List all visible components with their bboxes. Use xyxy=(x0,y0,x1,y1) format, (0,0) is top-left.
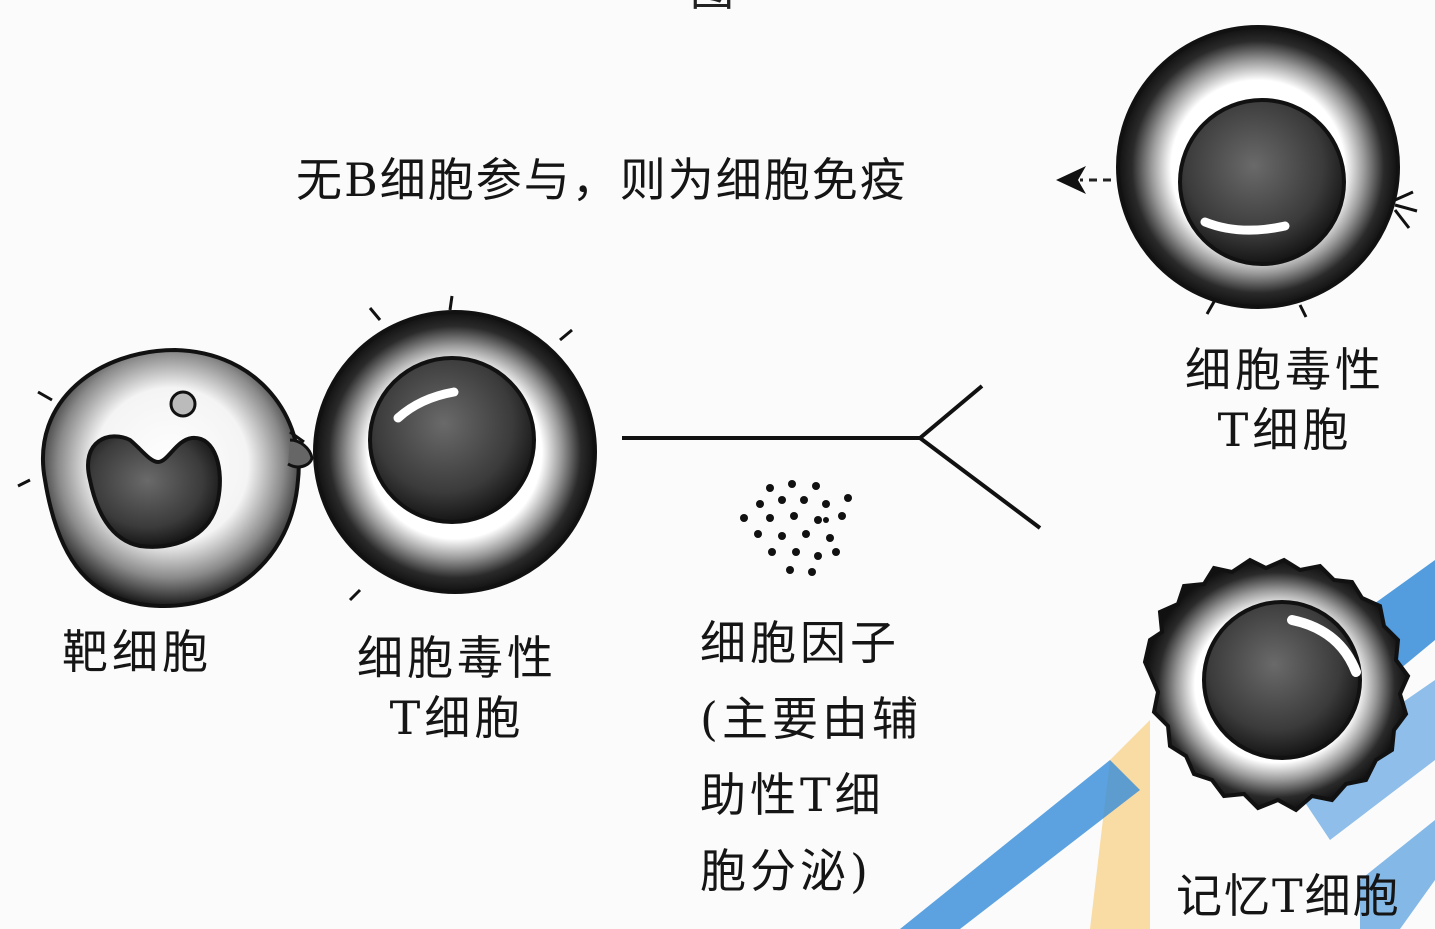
target-cell-label: 靶细胞 xyxy=(62,625,212,679)
cytotoxic-t-cell-right xyxy=(1116,25,1418,318)
cytotoxic-t-cell-left xyxy=(313,295,597,602)
figure-caption: 图 xyxy=(690,0,734,16)
arrow-to-note xyxy=(1056,166,1125,194)
cytotoxic-t-right-line2: T细胞 xyxy=(1217,403,1353,457)
cytokine-line4: 胞分泌) xyxy=(700,844,872,898)
cytotoxic-t-left-line2: T细胞 xyxy=(389,691,525,745)
cytotoxic-t-cell-right-label: 细胞毒性 T细胞 xyxy=(1160,340,1410,460)
target-cell xyxy=(17,347,305,609)
cell-immunity-note: 无B细胞参与，则为细胞免疫 xyxy=(296,153,908,207)
cytotoxic-t-right-line1: 细胞毒性 xyxy=(1185,343,1385,397)
cytokine-dots xyxy=(740,480,852,576)
memory-t-cell-label: 记忆T细胞 xyxy=(1176,869,1401,923)
cytokine-line1: 细胞因子 xyxy=(700,616,900,670)
cytokine-label: 细胞因子 (主要由辅 助性T细 胞分泌) xyxy=(700,605,922,909)
branch-lines xyxy=(622,384,1042,530)
cytokine-line3: 助性T细 xyxy=(700,768,885,822)
cell-contact xyxy=(287,438,314,469)
cytokine-line2: (主要由辅 xyxy=(700,692,922,746)
cytotoxic-t-cell-left-label: 细胞毒性 T细胞 xyxy=(332,628,582,748)
memory-t-cell xyxy=(1142,557,1411,813)
cytotoxic-t-left-line1: 细胞毒性 xyxy=(357,631,557,685)
